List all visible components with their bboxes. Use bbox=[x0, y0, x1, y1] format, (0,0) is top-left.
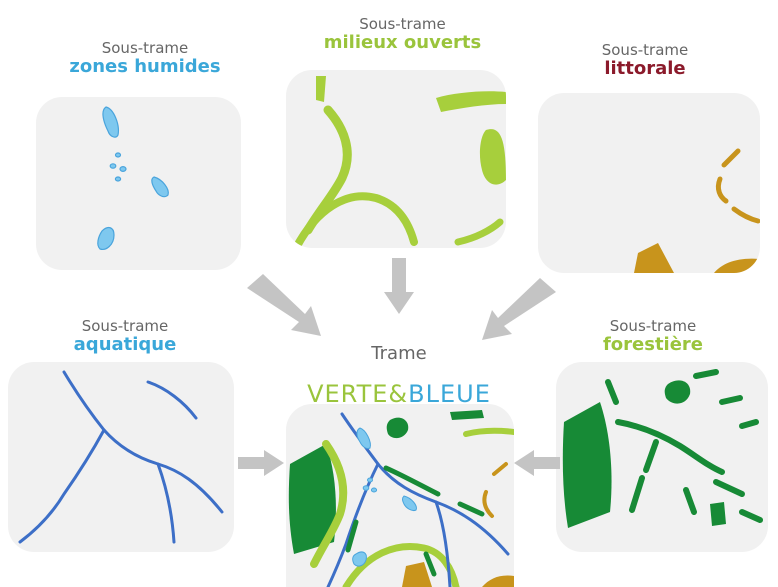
panel-aquatique bbox=[8, 362, 234, 552]
wetland-7 bbox=[97, 226, 115, 250]
open-area-1 bbox=[316, 76, 326, 102]
map-littorale bbox=[634, 148, 760, 273]
title-milieux-ouverts: milieux ouverts bbox=[323, 31, 482, 53]
prefix-trame: Trame bbox=[371, 343, 427, 364]
coastal-area-1 bbox=[634, 243, 674, 273]
forest-block-2 bbox=[664, 380, 691, 404]
combined-forest-1 bbox=[288, 444, 336, 554]
river-main bbox=[62, 370, 224, 514]
forest-corridor-2 bbox=[615, 419, 725, 475]
coast-2 bbox=[715, 176, 729, 204]
coast-3 bbox=[731, 206, 760, 224]
panel-trame-verte-bleue bbox=[286, 404, 514, 587]
map-zones-humides bbox=[97, 106, 169, 250]
wetland-4 bbox=[109, 163, 117, 169]
forest-corridor-9 bbox=[683, 487, 697, 515]
panel-littorale bbox=[538, 93, 760, 273]
wetland-5 bbox=[119, 165, 127, 172]
combined-forest-corridor-3 bbox=[423, 551, 437, 577]
title-verte: VERTE& bbox=[307, 380, 409, 409]
combined-wetland-4 bbox=[370, 487, 378, 493]
forest-corridor-6 bbox=[719, 395, 743, 405]
river-branch-2 bbox=[156, 462, 176, 544]
combined-forest-corridor-4 bbox=[345, 519, 359, 553]
river-branch-3 bbox=[146, 380, 198, 420]
combined-forest-corridor-1 bbox=[383, 465, 441, 497]
forest-block-1 bbox=[562, 402, 612, 528]
prefix-milieux-ouverts: Sous-trame bbox=[359, 15, 446, 33]
label-littorale: Sous-trame littorale bbox=[580, 42, 710, 78]
prefix-littorale: Sous-trame bbox=[601, 41, 689, 59]
combined-coast-area-2 bbox=[482, 575, 514, 587]
label-trame-verte-bleue: Trame VERTE&BLEUE bbox=[300, 344, 498, 408]
title-littorale: littorale bbox=[604, 57, 686, 79]
combined-coast-2 bbox=[482, 490, 494, 518]
label-aquatique: Sous-trame aquatique bbox=[60, 318, 190, 354]
combined-coast-area-1 bbox=[402, 562, 432, 587]
combined-forest-3 bbox=[450, 410, 484, 420]
combined-wetland-1 bbox=[356, 427, 371, 449]
arrow-littorale-to-center bbox=[482, 278, 556, 340]
forest-block-3 bbox=[710, 502, 726, 526]
panel-forestiere bbox=[556, 362, 768, 552]
label-forestiere: Sous-trame forestière bbox=[588, 318, 718, 354]
prefix-forestiere: Sous-trame bbox=[609, 317, 697, 335]
map-forestiere bbox=[562, 369, 763, 528]
combined-forest-corridor-2 bbox=[457, 501, 485, 517]
arrow-ouverts-to-center bbox=[384, 258, 414, 314]
open-area-2 bbox=[436, 91, 506, 112]
forest-corridor-1 bbox=[605, 379, 619, 405]
wetland-1 bbox=[102, 106, 119, 138]
combined-forest-2 bbox=[386, 417, 409, 439]
title-bleue: BLEUE bbox=[408, 380, 491, 409]
prefix-aquatique: Sous-trame bbox=[81, 317, 169, 335]
map-milieux-ouverts bbox=[292, 76, 506, 248]
combined-open-1 bbox=[310, 440, 348, 568]
prefix-zones-humides: Sous-trame bbox=[101, 39, 189, 57]
label-milieux-ouverts: Sous-trame milieux ouverts bbox=[300, 16, 505, 52]
combined-coast-1 bbox=[492, 462, 508, 476]
map-aquatique bbox=[18, 370, 224, 544]
combined-wetland-6 bbox=[352, 551, 367, 567]
combined-wetland-5 bbox=[402, 495, 417, 511]
open-corridor-3 bbox=[454, 218, 504, 246]
combined-open-3 bbox=[463, 427, 514, 437]
combined-wetland-2 bbox=[367, 477, 373, 483]
forest-corridor-7 bbox=[739, 419, 759, 429]
forest-corridor-4 bbox=[629, 475, 645, 513]
forest-corridor-8 bbox=[713, 479, 745, 497]
wetland-6 bbox=[114, 176, 122, 182]
title-forestiere: forestière bbox=[602, 333, 704, 355]
combined-river-branch-2 bbox=[434, 500, 452, 587]
panel-zones-humides bbox=[36, 97, 241, 270]
coast-1 bbox=[721, 148, 741, 168]
river-branch-1 bbox=[18, 428, 106, 544]
combined-wetland-3 bbox=[362, 485, 370, 491]
map-trame-verte-bleue bbox=[288, 410, 514, 587]
wetland-3 bbox=[114, 152, 122, 158]
forest-corridor-5 bbox=[693, 369, 719, 379]
label-zones-humides: Sous-trame zones humides bbox=[60, 40, 230, 76]
combined-river-branch-1 bbox=[326, 462, 380, 587]
open-area-3 bbox=[479, 129, 506, 185]
title-aquatique: aquatique bbox=[73, 333, 177, 355]
forest-corridor-10 bbox=[739, 509, 763, 523]
arrow-aquatique-to-center bbox=[238, 450, 284, 476]
arrow-humides-to-center bbox=[247, 274, 321, 336]
panel-milieux-ouverts bbox=[286, 70, 506, 248]
coastal-area-2 bbox=[714, 258, 760, 273]
title-zones-humides: zones humides bbox=[69, 55, 221, 77]
arrow-forestiere-to-center bbox=[514, 450, 560, 476]
wetland-2 bbox=[151, 176, 169, 198]
forest-corridor-3 bbox=[643, 439, 659, 473]
open-corridor-2 bbox=[292, 192, 418, 248]
